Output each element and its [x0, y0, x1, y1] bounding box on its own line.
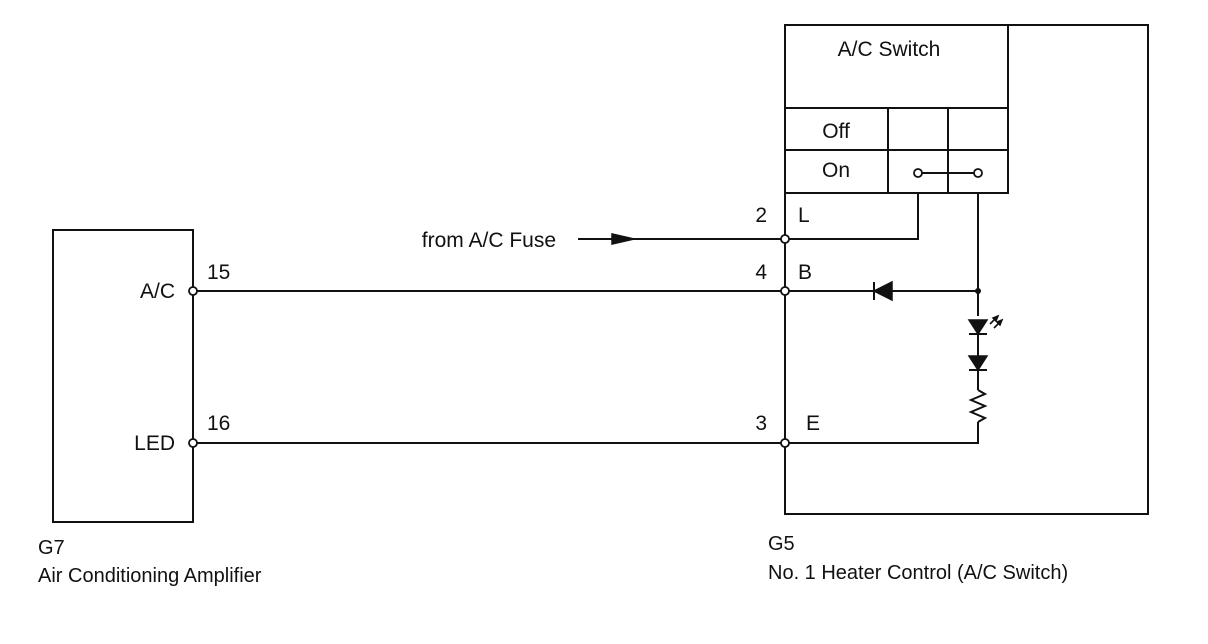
switch-row-on: On: [822, 159, 850, 182]
amplifier-signal-led: LED: [134, 432, 175, 455]
l-terminal-wire: [789, 193, 919, 240]
diode-icon: [872, 280, 893, 302]
heater-control-name: No. 1 Heater Control (A/C Switch): [768, 562, 1068, 584]
switch-on-contact-left: [913, 168, 923, 178]
series-diode-icon: [967, 355, 989, 372]
switch-title: A/C Switch: [838, 38, 941, 61]
switch-row-off: Off: [822, 120, 850, 143]
amplifier-block: A/C LED 15 16 G7 Air Conditioning Amplif…: [38, 229, 262, 587]
amplifier-pin-16: 16: [207, 412, 230, 435]
terminal-pin-2: 2: [755, 204, 767, 227]
heater-control-block: A/C Switch Off On 2 L 4 B 3 E G5 No. 1 H…: [755, 24, 1149, 584]
terminal-name-e: E: [806, 412, 820, 435]
amplifier-code: G7: [38, 537, 65, 559]
junction-dot: [975, 288, 981, 294]
heater-control-frame: [784, 24, 1149, 515]
terminal-pin-3: 3: [755, 412, 767, 435]
terminal-name-l: L: [798, 204, 810, 227]
led-icon: [967, 314, 1004, 336]
resistor-icon: [968, 389, 988, 423]
terminal-name-b: B: [798, 261, 812, 284]
fuse-feed: from A/C Fuse: [422, 193, 919, 252]
amplifier-signal-ac: A/C: [140, 280, 175, 303]
terminal-node-e: [780, 438, 790, 448]
amplifier-box: [52, 229, 194, 523]
terminal-node-l: [780, 234, 790, 244]
switch-on-contact-right: [973, 168, 983, 178]
e-return-wire: [789, 422, 979, 444]
amplifier-pin-15: 15: [207, 261, 230, 284]
fuse-label: from A/C Fuse: [422, 229, 556, 252]
amplifier-node-led: [188, 438, 198, 448]
amplifier-node-ac: [188, 286, 198, 296]
terminal-pin-4: 4: [755, 261, 767, 284]
amplifier-name: Air Conditioning Amplifier: [38, 565, 262, 587]
heater-control-code: G5: [768, 533, 795, 555]
terminal-node-b: [780, 286, 790, 296]
fuse-arrow-icon: [611, 233, 635, 245]
